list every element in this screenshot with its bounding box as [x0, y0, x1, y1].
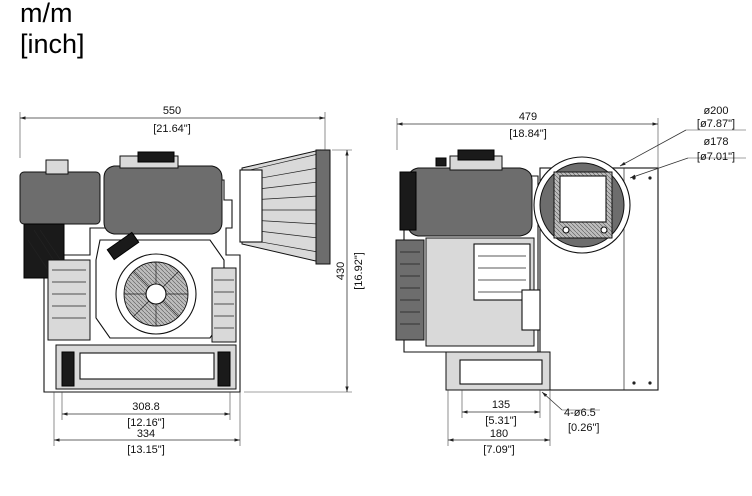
air-cleaner-knob: [45, 159, 69, 175]
dim-inner-dia-mm: ø178: [703, 136, 728, 148]
blower-outlet-neck: [239, 169, 263, 243]
side-recoil-cover: [395, 239, 425, 341]
dim-height-in: [16.92"]: [353, 252, 365, 290]
dim-outer-dia-in: [ø7.87"]: [697, 118, 735, 130]
front-engine-block: [47, 259, 91, 341]
dim-holes-mm: 4-ø6.5: [564, 407, 596, 419]
front-side-panel: [211, 267, 237, 343]
intake-grill-opening: [559, 175, 607, 223]
side-air-cleaner: [399, 171, 417, 231]
dim-base-depth-mm: 180: [490, 428, 508, 440]
side-fuel-tank: [407, 167, 533, 237]
dim-base-outer-in: [13.15"]: [127, 444, 165, 456]
air-cleaner: [19, 171, 101, 225]
dim-overall-depth-mm: 479: [519, 111, 537, 123]
side-base-opening: [459, 359, 543, 385]
front-foot-left: [61, 351, 75, 387]
unit-metric: m/m: [20, 0, 73, 28]
side-view: 479 [18.84"] ø200 [ø7.87"] ø178 [ø7.01"]…: [395, 105, 746, 456]
dim-overall-width-mm: 550: [163, 105, 181, 117]
side-fuel-cap: [457, 149, 495, 161]
unit-imperial: [inch]: [20, 29, 85, 59]
unit-legend: m/m [inch]: [20, 0, 85, 60]
side-fuel-vent: [435, 157, 447, 167]
leader-outer-dia: [619, 129, 687, 167]
dim-holes-in: [0.26"]: [568, 422, 599, 434]
dim-mount-spacing-mm: 135: [492, 399, 510, 411]
leader-inner-dia: [629, 157, 689, 179]
fuel-tank: [103, 165, 223, 235]
dim-base-inner-in: [12.16"]: [127, 417, 165, 429]
fuel-cap: [137, 151, 175, 163]
dim-height-mm: 430: [335, 262, 347, 280]
dim-base-outer-mm: 334: [137, 428, 155, 440]
side-shaft-coupling: [521, 289, 541, 331]
dim-base-depth-in: [7.09"]: [483, 444, 514, 456]
front-foot-right: [217, 351, 231, 387]
dim-overall-width-in: [21.64"]: [153, 123, 191, 135]
front-view: 550 [21.64"] 430 [16.92"] 308.8 [12.16"]…: [19, 105, 365, 456]
dim-outer-dia-mm: ø200: [703, 105, 728, 117]
dim-overall-depth-in: [18.84"]: [509, 128, 547, 140]
blower-outlet-flange: [315, 149, 331, 265]
front-base-opening: [79, 352, 215, 380]
starter-handle: [106, 231, 140, 261]
dim-inner-dia-in: [ø7.01"]: [697, 151, 735, 163]
dim-base-inner-mm: 308.8: [132, 401, 160, 413]
side-cylinder-cover: [473, 243, 531, 301]
dim-mount-spacing-in: [5.31"]: [485, 415, 516, 427]
leader-holes: [541, 391, 563, 411]
